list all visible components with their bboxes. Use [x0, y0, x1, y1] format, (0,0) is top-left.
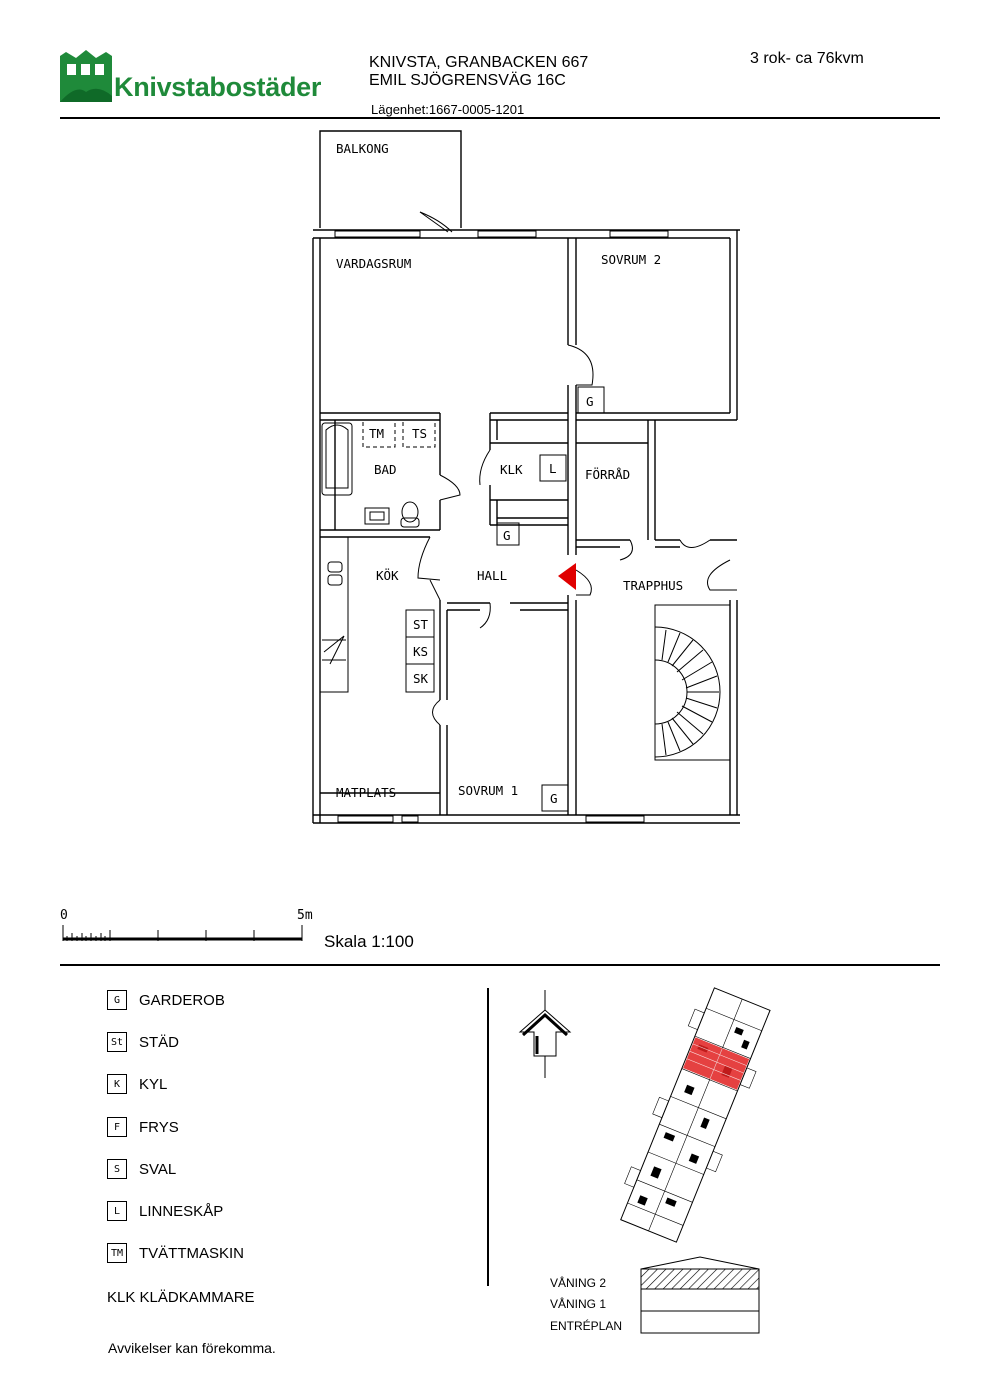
- floor-label-entre: ENTRÉPLAN: [550, 1319, 623, 1333]
- legend-item: St STÄD: [107, 1031, 179, 1053]
- floor-label-2: VÅNING 2: [550, 1276, 607, 1290]
- ts-label: TS: [412, 426, 427, 441]
- outer-walls: [312, 229, 740, 824]
- legend-item: TM TVÄTTMASKIN: [107, 1242, 244, 1264]
- legend-label: LINNESKÅP: [139, 1202, 224, 1220]
- legend-divider: [487, 988, 489, 1286]
- doors: [417, 344, 737, 726]
- apartment-number: Lägenhet:1667-0005-1201: [371, 102, 525, 117]
- wardrobe-boxes: [496, 386, 605, 812]
- legend-code: G: [107, 990, 127, 1010]
- wardrobe-code: G: [503, 528, 511, 543]
- ks-label: KS: [413, 644, 428, 659]
- brand-name: Knivstabostäder: [114, 72, 322, 102]
- header-divider: [60, 117, 940, 119]
- logo-icon: [60, 50, 112, 102]
- room-label-sovrum-1: SOVRUM 1: [458, 783, 518, 798]
- legend-code: K: [107, 1074, 127, 1094]
- north-arrow-icon: [518, 990, 572, 1078]
- floor-plan: BALKONG VARDAGSRUM SOVRUM 2 G TM TS BAD …: [312, 130, 740, 824]
- room-label-balkong: BALKONG: [336, 141, 389, 156]
- legend-code: TM: [107, 1243, 127, 1263]
- kitchen-counter: [319, 536, 435, 693]
- klk-note: KLK KLÄDKAMMARE: [107, 1289, 255, 1306]
- staircase: [654, 604, 731, 761]
- st-label: ST: [413, 617, 429, 632]
- balcony-door: [419, 211, 453, 233]
- sk-label: SK: [413, 671, 429, 686]
- floor-label-1: VÅNING 1: [550, 1297, 607, 1311]
- room-label-bad: BAD: [374, 462, 397, 477]
- room-label-vardagsrum: VARDAGSRUM: [336, 256, 411, 271]
- legend-label: FRYS: [139, 1118, 179, 1136]
- wardrobe-code: G: [550, 791, 558, 806]
- room-label-klk: KLK: [500, 462, 523, 477]
- balcony: [319, 130, 462, 228]
- legend-label: SVAL: [139, 1160, 177, 1178]
- interior-walls: [320, 238, 737, 815]
- linen-code: L: [549, 461, 557, 476]
- tm-label: TM: [369, 426, 384, 441]
- footer-divider: [60, 964, 940, 966]
- legend-label: STÄD: [139, 1033, 180, 1051]
- scale-bar: 0 5m: [60, 908, 313, 941]
- legend-item: G GARDEROB: [107, 989, 225, 1011]
- address-line-2: EMIL SJÖGRENSVÄG 16C: [369, 72, 566, 89]
- legend-item: F FRYS: [107, 1116, 179, 1138]
- room-label-hall: HALL: [477, 568, 507, 583]
- legend-label: GARDEROB: [139, 991, 225, 1009]
- legend-code: F: [107, 1117, 127, 1137]
- room-label-matplats: MATPLATS: [336, 785, 396, 800]
- legend-item: K KYL: [107, 1073, 167, 1095]
- legend-item: L LINNESKÅP: [107, 1200, 223, 1222]
- wardrobe-code: G: [586, 394, 594, 409]
- floor-indicator: [640, 1256, 760, 1334]
- bathroom-fixtures: [321, 419, 436, 528]
- apartment-size: 3 rok- ca 76kvm: [750, 50, 864, 67]
- apartment-highlight: [683, 1037, 750, 1090]
- scale-end: 5m: [297, 908, 313, 923]
- legend-label: TVÄTTMASKIN: [139, 1244, 245, 1262]
- room-label-trapphus: TRAPPHUS: [623, 578, 683, 593]
- legend-label: KYL: [139, 1075, 168, 1093]
- site-plan: [620, 987, 771, 1243]
- windows: [334, 230, 669, 823]
- disclaimer: Avvikelser kan förekomma.: [108, 1340, 276, 1356]
- entrance-marker: [558, 563, 576, 590]
- legend-code: S: [107, 1159, 127, 1179]
- scale-label: Skala 1:100: [324, 932, 414, 951]
- room-label-kok: KÖK: [376, 567, 399, 583]
- room-label-sovrum-2: SOVRUM 2: [601, 252, 661, 267]
- room-label-forrad: FÖRRÅD: [585, 466, 630, 482]
- legend-code: St: [107, 1032, 127, 1052]
- address-line-1: KNIVSTA, GRANBACKEN 667: [369, 54, 589, 71]
- legend-item: S SVAL: [107, 1158, 176, 1180]
- scale-start: 0: [60, 908, 68, 923]
- legend-code: L: [107, 1201, 127, 1221]
